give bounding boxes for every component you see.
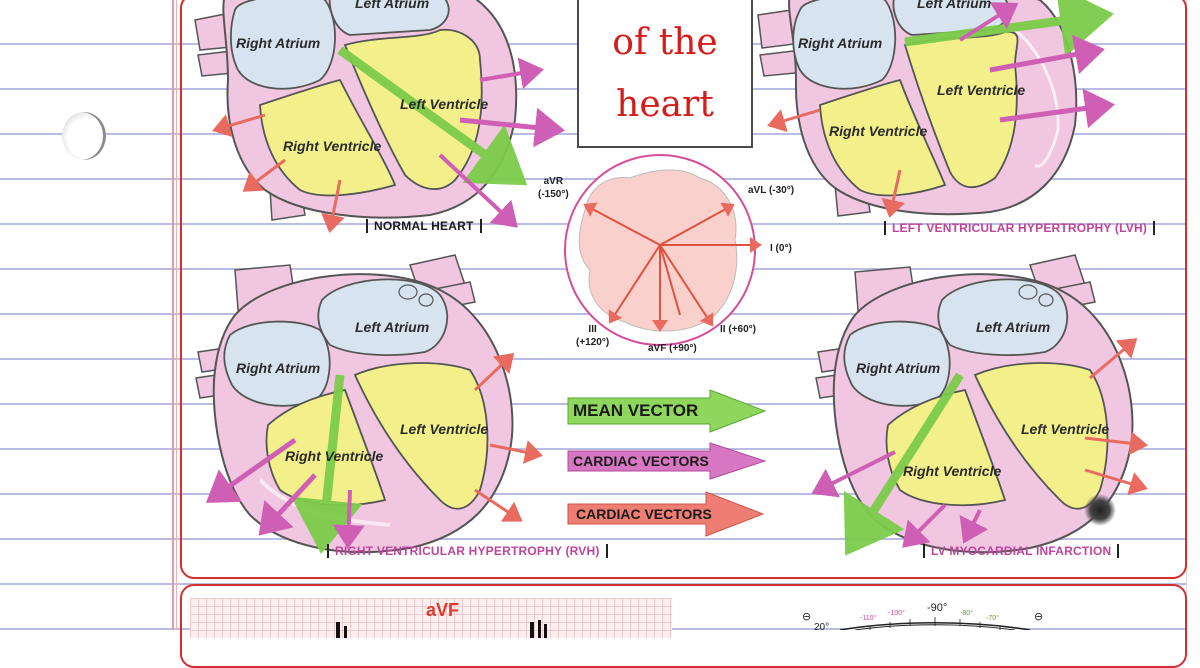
lvh-right-ventricle-label: Right Ventricle	[829, 123, 928, 139]
mi-heart-drawing	[811, 254, 1148, 556]
normal-left-ventricle-label: Left Ventricle	[400, 96, 489, 112]
protractor-tick-2: -80°	[960, 609, 973, 617]
protractor-top-label: -90°	[927, 602, 947, 614]
normal-heart-caption: NORMAL HEART	[366, 219, 482, 233]
protractor-tick-1: -100°	[888, 609, 905, 617]
protractor-tick-3: -70°	[986, 614, 999, 622]
normal-right-ventricle-label: Right Ventricle	[283, 138, 382, 154]
lvh-right-atrium-label: Right Atrium	[798, 35, 883, 51]
rvh-right-ventricle-label: Right Ventricle	[285, 448, 384, 464]
protractor-left-label: 20°	[814, 622, 829, 630]
diagram-canvas	[194, 0, 1148, 556]
rvh-left-ventricle-label: Left Ventricle	[400, 421, 489, 437]
lead-ii-label: II (+60°)	[720, 324, 756, 335]
title-box: of the heart	[577, 0, 753, 148]
rvh-caption: RIGHT VENTRICULAR HYPERTROPHY (RVH)	[327, 544, 608, 558]
mi-left-ventricle-label: Left Ventricle	[1021, 421, 1110, 437]
lead-avl-label: aVL (-30°)	[748, 185, 795, 196]
notebook-margin-line-inner	[176, 0, 177, 630]
legend-cardiac-vectors-magenta-label: CARDIAC VECTORS	[573, 453, 709, 469]
axis-protractor: -90° -100° -110° -80° -70° 20° ⊖ ⊖	[802, 602, 1043, 630]
lead-axis-circle	[564, 154, 762, 346]
mi-right-atrium-label: Right Atrium	[856, 360, 941, 376]
lead-avr-angle: (-150°)	[538, 189, 569, 200]
title-line-of-the: of the	[612, 22, 718, 63]
lvh-heart-drawing	[757, 0, 1115, 218]
lead-iii-name: III	[588, 324, 597, 335]
normal-heart-drawing	[194, 0, 565, 233]
lvh-left-atrium-label: Left Atrium	[917, 0, 992, 11]
main-diagram-panel	[180, 0, 1187, 579]
notebook-margin-line	[172, 0, 174, 630]
lead-iii-angle: (+120°)	[576, 337, 610, 348]
legend-arrows	[567, 389, 767, 537]
legend-mean-vector-label: MEAN VECTOR	[573, 401, 699, 420]
mi-right-ventricle-label: Right Ventricle	[903, 463, 1002, 479]
binder-punch-hole	[62, 112, 106, 160]
protractor-tick-0: -110°	[860, 614, 876, 622]
lead-iii-label: III (+120°)	[576, 323, 609, 349]
rvh-heart-drawing	[195, 254, 543, 554]
ecg-avf-label: aVF	[426, 600, 460, 620]
lead-avf-label: aVF (+90°)	[648, 343, 697, 354]
normal-right-atrium-label: Right Atrium	[236, 35, 321, 51]
legend-cardiac-vectors-red-label: CARDIAC VECTORS	[576, 506, 712, 522]
lead-i-label: I (0°)	[770, 243, 792, 254]
mi-caption: LV MYOCARDIAL INFARCTION	[923, 544, 1120, 558]
lead-avr-label: aVR (-150°)	[538, 175, 569, 201]
lead-avr-name: aVR	[543, 176, 564, 187]
protractor-minus-symbol-left: ⊖	[802, 610, 811, 623]
rvh-left-atrium-label: Left Atrium	[355, 319, 430, 335]
protractor-minus-symbol-right: ⊖	[1034, 610, 1043, 623]
lvh-left-ventricle-label: Left Ventricle	[937, 82, 1026, 98]
lvh-caption: LEFT VENTRICULAR HYPERTROPHY (LVH)	[884, 221, 1156, 235]
mi-left-atrium-label: Left Atrium	[976, 319, 1051, 335]
title-line-heart: heart	[616, 84, 714, 125]
rvh-right-atrium-label: Right Atrium	[236, 360, 321, 376]
normal-left-atrium-label: Left Atrium	[355, 0, 430, 11]
